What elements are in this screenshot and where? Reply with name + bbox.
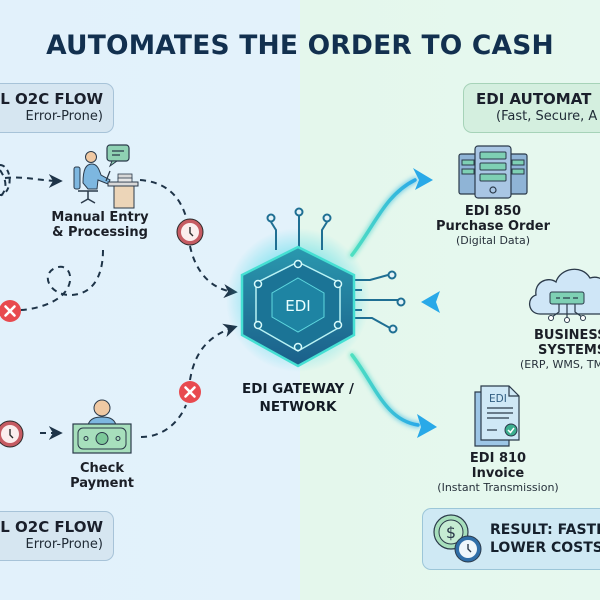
business-systems-note: (ERP, WMS, TM: [520, 358, 600, 371]
edi-850-title: EDI 850: [464, 204, 522, 219]
dashed-path-clock-to-gateway: [189, 245, 238, 299]
manual-entry-label-line2: & Processing: [52, 225, 148, 240]
business-systems-subtitle: SYSTEMS: [538, 343, 600, 358]
svg-text:$: $: [446, 523, 456, 542]
result-line-2: LOWER COSTS,: [490, 540, 600, 556]
result-line-1: RESULT: FASTE: [490, 522, 600, 538]
edi-automation-header-title: EDI AUTOMAT: [476, 90, 592, 108]
check-payment-label-line2: Payment: [70, 476, 134, 491]
gateway-label: EDI GATEWAY / NETWORK: [228, 380, 368, 416]
manual-flow-header-subtitle: Error-Prone): [25, 109, 103, 124]
manual-flow-footer-subtitle: Error-Prone): [25, 537, 103, 552]
dollar-clock-icon: $: [433, 514, 482, 563]
server-rack-icon: [458, 145, 528, 199]
manual-flow-footer-title: L O2C FLOW: [0, 518, 103, 536]
dashed-path-entry-to-clock: [139, 179, 189, 226]
edi-850-label: EDI 850 Purchase Order (Digital Data): [433, 204, 553, 248]
manual-flow-header: L O2C FLOW Error-Prone): [0, 83, 114, 133]
dashed-path-to-manual-entry: [0, 169, 7, 198]
edi-automation-header-subtitle: (Fast, Secure, A: [496, 109, 598, 124]
dashed-path-x-to-gateway: [189, 323, 238, 381]
doc-badge-text: EDI: [489, 393, 507, 405]
edi-850-note: (Digital Data): [455, 234, 531, 247]
page-title: AUTOMATES THE ORDER TO CASH: [46, 30, 554, 61]
gateway-badge-text: EDI: [285, 297, 310, 315]
arrowhead-to-810: [417, 414, 437, 438]
edi-automation-header: EDI AUTOMAT (Fast, Secure, A: [463, 83, 600, 133]
manual-entry-label-line1: Manual Entry: [51, 210, 149, 225]
arrowhead-to-850: [413, 168, 433, 190]
dashed-path-entry-loop: [19, 249, 104, 311]
dashed-path-start-to-entry: [4, 173, 63, 188]
dashed-path-check-to-x: [140, 404, 187, 438]
manual-flow-footer: L O2C FLOW Error-Prone): [0, 511, 114, 561]
check-payment-label-line1: Check: [80, 461, 124, 476]
person-at-desk-icon: [73, 144, 139, 209]
edi-810-title: EDI 810: [469, 451, 527, 466]
edi-gateway-hexagon: [226, 207, 406, 372]
manual-entry-label: Manual Entry & Processing: [40, 210, 160, 240]
business-systems-title: BUSINESS: [534, 328, 600, 343]
dashed-loop-left: [0, 164, 11, 196]
check-payment-label: Check Payment: [52, 461, 152, 491]
edi-flows: [349, 175, 600, 430]
business-systems-label: BUSINESS SYSTEMS (ERP, WMS, TM: [520, 328, 600, 372]
edi-810-subtitle: Invoice: [471, 466, 525, 481]
cloud-systems-icon: [529, 268, 600, 323]
clock-delay-icon: [0, 420, 24, 448]
error-x-icon: [0, 300, 21, 322]
clock-delay-icon: [176, 218, 204, 246]
edi-document-icon: [474, 385, 520, 447]
manual-flow-header-title: L O2C FLOW: [0, 90, 103, 108]
edi-810-label: EDI 810 Invoice (Instant Transmission): [428, 451, 568, 495]
manual-dashed-paths: [0, 169, 238, 440]
edi-850-subtitle: Purchase Order: [435, 219, 550, 234]
edi-810-note: (Instant Transmission): [437, 481, 559, 494]
error-x-icon: [179, 381, 201, 403]
gateway-label-line1: EDI GATEWAY /: [242, 381, 354, 397]
arrowhead-to-gateway: [421, 291, 440, 313]
check-payment-icon: [72, 399, 132, 454]
gateway-label-line2: NETWORK: [259, 399, 337, 415]
result-text: RESULT: FASTE LOWER COSTS,: [490, 521, 600, 557]
